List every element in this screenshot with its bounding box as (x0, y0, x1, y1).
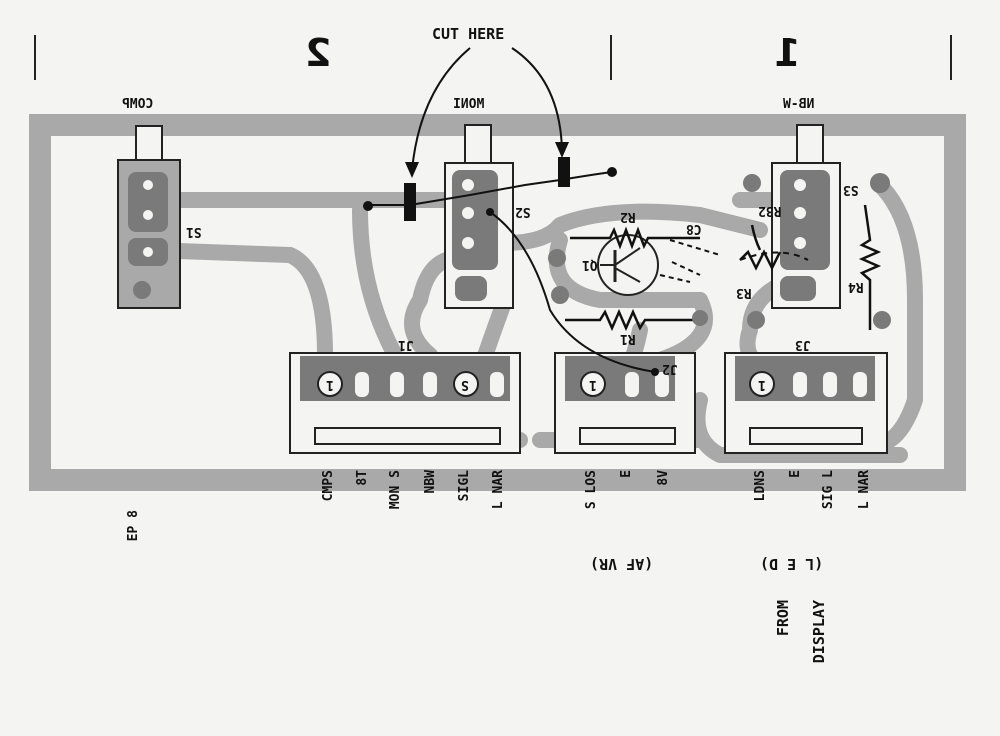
switch-s2 (444, 124, 514, 309)
resistor-r1 (565, 308, 700, 332)
switch-s1-label: S1 (186, 224, 202, 239)
switch-s3 (771, 124, 841, 309)
switch-s2-label: S2 (515, 204, 531, 219)
j2-title: (AF VR) (590, 555, 654, 573)
j2-pin1-marker: 1 (589, 377, 597, 392)
cut-here-label: CUT HERE (432, 25, 505, 43)
j2-pin-label: S LOS (584, 470, 599, 510)
section-1-label: 1 (774, 31, 801, 75)
from-display-line1: FROM (774, 600, 792, 637)
from-display-line2: DISPLAY (810, 600, 828, 664)
r4-label: R4 (848, 279, 864, 294)
connector-j3 (724, 352, 888, 454)
dashed-jumper (739, 251, 809, 261)
board-ref-label: EP 8 (126, 510, 141, 542)
j1-pins-marker: S (461, 377, 469, 392)
j3-pin-label: LDNS (753, 470, 768, 502)
j2-label: J2 (662, 361, 678, 376)
j2-pin-label: 8V (656, 470, 671, 486)
switch-moni-label: MONI (453, 97, 485, 112)
board-outline (29, 114, 966, 491)
switch-comp-label: COMP (122, 97, 154, 112)
j1-pin-label: SIGL (457, 470, 472, 502)
j1-pin-label: 8T (355, 470, 370, 486)
j1-label: J1 (398, 337, 414, 352)
q1-label: Q1 (582, 257, 598, 272)
section-2-label: 2 (305, 31, 332, 75)
arrow-head-left (405, 162, 419, 178)
j3-pin-label: SIG L (821, 470, 836, 510)
resistor-r4 (858, 204, 882, 330)
pads (548, 173, 891, 329)
j3-label: J3 (795, 337, 811, 352)
r1-label: R1 (620, 331, 636, 346)
j2-pin-label: E (619, 470, 634, 478)
cut-mark-right (558, 157, 570, 187)
r32-label: R32 (758, 203, 782, 218)
j1-pin-label: NBW (423, 470, 438, 494)
r3-label: R3 (736, 285, 752, 300)
j3-pin-label: L NAR (857, 470, 872, 510)
transistor-q1 (597, 234, 659, 296)
jumper-end-1 (363, 201, 373, 211)
j1-pin1-marker: 1 (326, 377, 334, 392)
cut-mark-left (404, 183, 416, 221)
j3-pin1-marker: 1 (758, 377, 766, 392)
arrow-head-right (555, 142, 569, 158)
j1-pin-label: MON S (388, 470, 403, 510)
capacitor-c8 (659, 239, 721, 283)
jumper-wires (368, 171, 656, 373)
jumper-end-3 (486, 208, 494, 216)
resistor-r3 (739, 249, 782, 271)
c8-label: C8 (686, 221, 702, 236)
jumper-end-4 (651, 368, 659, 376)
r2-label: R2 (620, 209, 636, 224)
switch-nbw-label: NB-W (783, 97, 815, 112)
cut-here-arrows (411, 47, 563, 171)
resistor-r2 (570, 226, 700, 250)
j1-pin-label: CMPS (321, 470, 336, 502)
j3-title: (L E D) (760, 555, 824, 573)
resistor-r32 (750, 224, 762, 251)
switch-s3-label: S3 (843, 182, 859, 197)
connector-j2 (554, 352, 696, 454)
connector-j1 (289, 352, 521, 454)
switch-s1 (117, 125, 181, 309)
j3-pin-label: E (788, 470, 803, 478)
j1-pin-label: L NAR (491, 470, 506, 510)
resistors (565, 204, 882, 332)
jumper-end-2 (607, 167, 617, 177)
